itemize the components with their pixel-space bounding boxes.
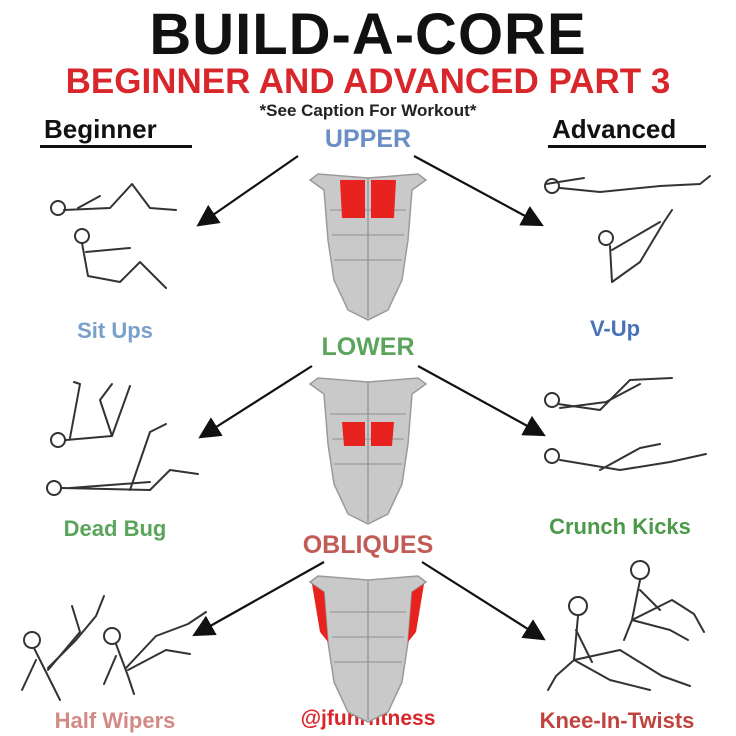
arrow-obliques-advanced (421, 561, 546, 641)
section-obliques-heading: OBLIQUES (302, 531, 434, 559)
page-title: BUILD-A-CORE (149, 2, 587, 67)
dead-bug-figure (46, 381, 199, 496)
page-subtitle: BEGINNER AND ADVANCED PART 3 (65, 62, 671, 101)
torso-obliques-diagram (309, 575, 427, 723)
exercise-sit-ups-label: Sit Ups (77, 318, 153, 343)
arrow-lower-beginner (198, 365, 313, 439)
knee-in-twists-figure (547, 560, 705, 691)
arrow-obliques-beginner (192, 561, 325, 637)
arrow-upper-advanced (413, 155, 544, 227)
exercise-knee-in-twists-label: Knee-In-Twists (539, 708, 695, 733)
exercise-crunch-kicks-label: Crunch Kicks (549, 514, 691, 539)
arrow-lower-advanced (417, 365, 546, 437)
half-wipers-figure (21, 595, 207, 701)
sit-ups-figure (50, 183, 177, 289)
torso-lower-abs-diagram (309, 377, 427, 525)
beginner-heading: Beginner (44, 114, 157, 144)
advanced-underline (548, 145, 706, 148)
exercise-dead-bug-label: Dead Bug (63, 516, 167, 541)
beginner-underline (40, 145, 192, 148)
v-up-figure (544, 175, 711, 283)
arrow-upper-beginner (196, 155, 299, 227)
crunch-kicks-figure (544, 377, 707, 471)
exercise-half-wipers-label: Half Wipers (54, 708, 176, 733)
section-lower-heading: LOWER (321, 333, 415, 361)
caption-note: *See Caption For Workout* (259, 101, 477, 120)
advanced-heading: Advanced (552, 114, 677, 144)
exercise-v-up-label: V-Up (589, 316, 641, 341)
section-upper-heading: UPPER (324, 125, 412, 153)
torso-upper-abs-diagram (309, 173, 427, 321)
